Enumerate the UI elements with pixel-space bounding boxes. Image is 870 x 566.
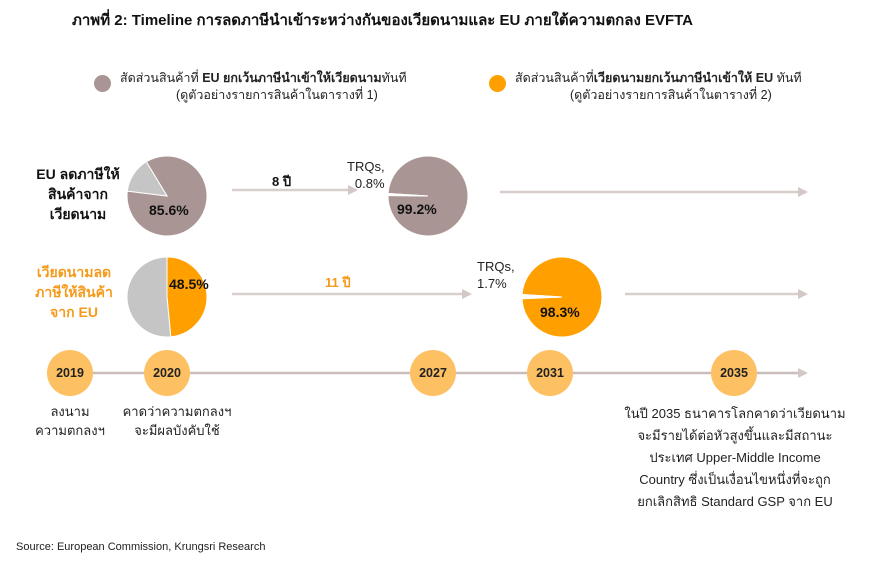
legend-vn-sub: (ดูตัวอย่างรายการสินค้าในตารางที่ 2): [570, 88, 772, 102]
trq-eu-line: TRQs,: [347, 159, 385, 174]
figure-title: ภาพที่ 2: Timeline การลดภาษีนำเข้าระหว่า…: [72, 12, 693, 29]
duration-eu: 8 ปี: [272, 174, 292, 189]
year-2019: 2019: [47, 350, 93, 396]
row-label-eu-line: สินค้าจาก: [48, 186, 108, 202]
legend-eu: สัดส่วนสินค้าที่ EU ยกเว้นภาษีนำเข้าให้เ…: [120, 70, 407, 104]
pie-vn-2020: [126, 256, 208, 338]
legend-eu-sub: (ดูตัวอย่างรายการสินค้าในตารางที่ 1): [176, 88, 378, 102]
year-2027: 2027: [410, 350, 456, 396]
pie-slice: [521, 293, 563, 300]
caption-2019-line: ลงนาม: [50, 404, 90, 419]
legend-vn-suffix: ทันที: [773, 71, 802, 85]
pie-eu-2020: [126, 155, 208, 237]
note-2035-line: ยกเลิกสิทธิ Standard GSP จาก EU: [637, 494, 833, 509]
pie-vn-2031-label: 98.3%: [540, 304, 580, 320]
note-2035-line: ประเทศ Upper-Middle Income: [649, 450, 821, 465]
trq-eu-line: 0.8%: [354, 176, 385, 191]
note-2035: ในปี 2035 ธนาคารโลกคาดว่าเวียดนาม จะมีรา…: [600, 403, 870, 513]
legend-vn-prefix: สัดส่วนสินค้าที่: [515, 71, 594, 85]
row-label-vn: เวียดนามลด ภาษีให้สินค้า จาก EU: [18, 262, 130, 322]
legend-vn: สัดส่วนสินค้าที่เวียดนามยกเว้นภาษีนำเข้า…: [515, 70, 802, 104]
year-2020: 2020: [144, 350, 190, 396]
trq-eu-note: TRQs, 0.8%: [347, 158, 385, 192]
note-2035-line: จะมีรายได้ต่อหัวสูงขึ้นและมีสถานะ: [637, 428, 833, 443]
caption-2019-line: ความตกลงฯ: [35, 423, 105, 438]
legend-brown-dot: [94, 75, 111, 92]
legend-eu-bold: EU ยกเว้นภาษีนำเข้าให้เวียดนาม: [202, 71, 382, 85]
year-2035: 2035: [711, 350, 757, 396]
legend-orange-dot: [489, 75, 506, 92]
source-note: Source: European Commission, Krungsri Re…: [16, 541, 266, 553]
pie-slice: [126, 256, 172, 338]
row-label-eu-line: เวียดนาม: [49, 206, 107, 222]
duration-vn: 11 ปี: [325, 275, 351, 290]
row-label-eu: EU ลดภาษีให้ สินค้าจาก เวียดนาม: [22, 164, 134, 224]
pie-eu-2027: [387, 155, 469, 237]
row-label-vn-line: จาก EU: [50, 304, 98, 320]
caption-2020-line: จะมีผลบังคับใช้: [134, 423, 220, 438]
caption-2020-line: คาดว่าความตกลงฯ: [122, 404, 232, 419]
note-2035-line: Country ซึ่งเป็นเงื่อนไขหนึ่งที่จะถูก: [639, 472, 831, 487]
year-2031: 2031: [527, 350, 573, 396]
pie-vn-2020-label: 48.5%: [169, 276, 209, 292]
legend-eu-suffix: ทันที: [381, 71, 407, 85]
pie-slice: [387, 192, 429, 197]
pie-eu-2020-label: 85.6%: [149, 202, 189, 218]
row-label-vn-line: ภาษีให้สินค้า: [35, 284, 113, 300]
trq-vn-line: TRQs,: [477, 259, 515, 274]
legend-eu-prefix: สัดส่วนสินค้าที่: [120, 71, 203, 85]
pie-eu-2027-label: 99.2%: [397, 201, 437, 217]
caption-2019: ลงนาม ความตกลงฯ: [20, 402, 120, 440]
row-label-vn-line: เวียดนามลด: [36, 264, 112, 280]
row-label-eu-line: EU ลดภาษีให้: [36, 166, 120, 182]
note-2035-line: ในปี 2035 ธนาคารโลกคาดว่าเวียดนาม: [624, 406, 846, 421]
pie-slice: [126, 161, 168, 197]
pie-slice: [166, 256, 208, 338]
legend-vn-bold: เวียดนามยกเว้นภาษีนำเข้าให้ EU: [593, 71, 774, 85]
trq-vn-note: TRQs, 1.7%: [477, 258, 515, 292]
caption-2020: คาดว่าความตกลงฯ จะมีผลบังคับใช้: [112, 402, 242, 440]
trq-vn-line: 1.7%: [477, 276, 507, 291]
pie-vn-2031: [521, 256, 603, 338]
